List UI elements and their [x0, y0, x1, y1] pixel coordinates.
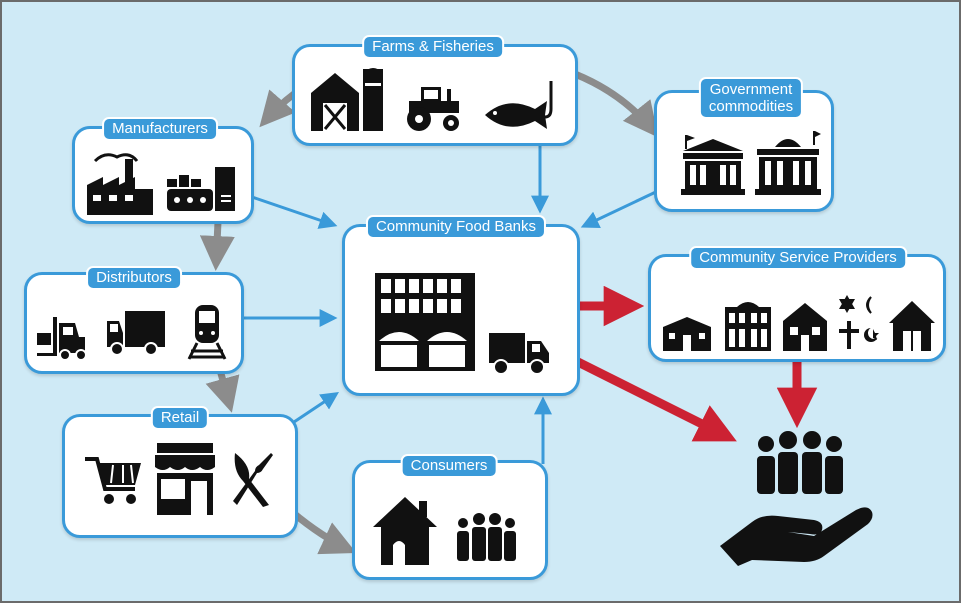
religious-symbols-icon	[835, 293, 881, 353]
retail-label: Retail	[150, 406, 210, 430]
arrow-retail-to-foodbanks	[293, 392, 339, 424]
farms-fisheries-box	[292, 44, 578, 146]
shopping-cart-icon	[83, 453, 145, 509]
government-building-icon	[681, 133, 745, 195]
tractor-icon	[403, 85, 463, 133]
fork-knife-icon	[229, 451, 277, 507]
truck-icon	[105, 307, 167, 359]
barn-icon	[309, 65, 389, 131]
arrow-distributors-to-retail	[205, 369, 240, 413]
arrow-manufacturers-to-foodbanks	[251, 195, 338, 229]
manufacturers-label: Manufacturers	[102, 117, 218, 141]
house-icon	[779, 299, 831, 351]
arrow-retail-to-consumers	[289, 509, 357, 555]
farms-fisheries-label: Farms & Fisheries	[362, 35, 504, 59]
community-service-providers-label: Community Service Providers	[689, 246, 907, 270]
storefront-icon	[153, 441, 217, 515]
arrow-foodbanks-to-recipients	[555, 347, 737, 442]
train-icon	[187, 303, 227, 361]
government-commodities-label: Government commodities	[698, 77, 804, 119]
community-food-banks-label: Community Food Banks	[365, 215, 547, 239]
manufacturers-box	[72, 126, 254, 224]
school-icon	[721, 297, 775, 351]
home-icon	[371, 493, 439, 565]
community-service-providers-box	[648, 254, 946, 362]
capitol-building-icon	[755, 129, 821, 195]
delivery-truck-icon	[487, 331, 551, 377]
conveyor-machine-icon	[165, 165, 237, 215]
fish-hook-icon	[481, 81, 565, 135]
arrow-government-to-foodbanks	[580, 188, 661, 228]
government-label-line1: Government	[709, 81, 793, 98]
consumers-box	[352, 460, 548, 580]
chapel-icon	[887, 299, 937, 351]
church-icon	[661, 315, 713, 351]
arrow-manufacturers-to-distributors	[199, 221, 235, 271]
consumers-label: Consumers	[400, 454, 498, 478]
arrow-farms-to-manufacturers	[259, 89, 297, 128]
government-label-line2: commodities	[708, 98, 794, 115]
factory-icon	[85, 149, 155, 215]
distributors-label: Distributors	[86, 266, 182, 290]
warehouse-building-icon	[373, 271, 477, 371]
people-in-hand-icon	[718, 430, 884, 566]
forklift-icon	[35, 313, 93, 361]
retail-box	[62, 414, 298, 538]
people-group-icon	[453, 513, 519, 563]
arrow-farms-to-government	[573, 70, 659, 138]
community-food-banks-box	[342, 224, 580, 396]
